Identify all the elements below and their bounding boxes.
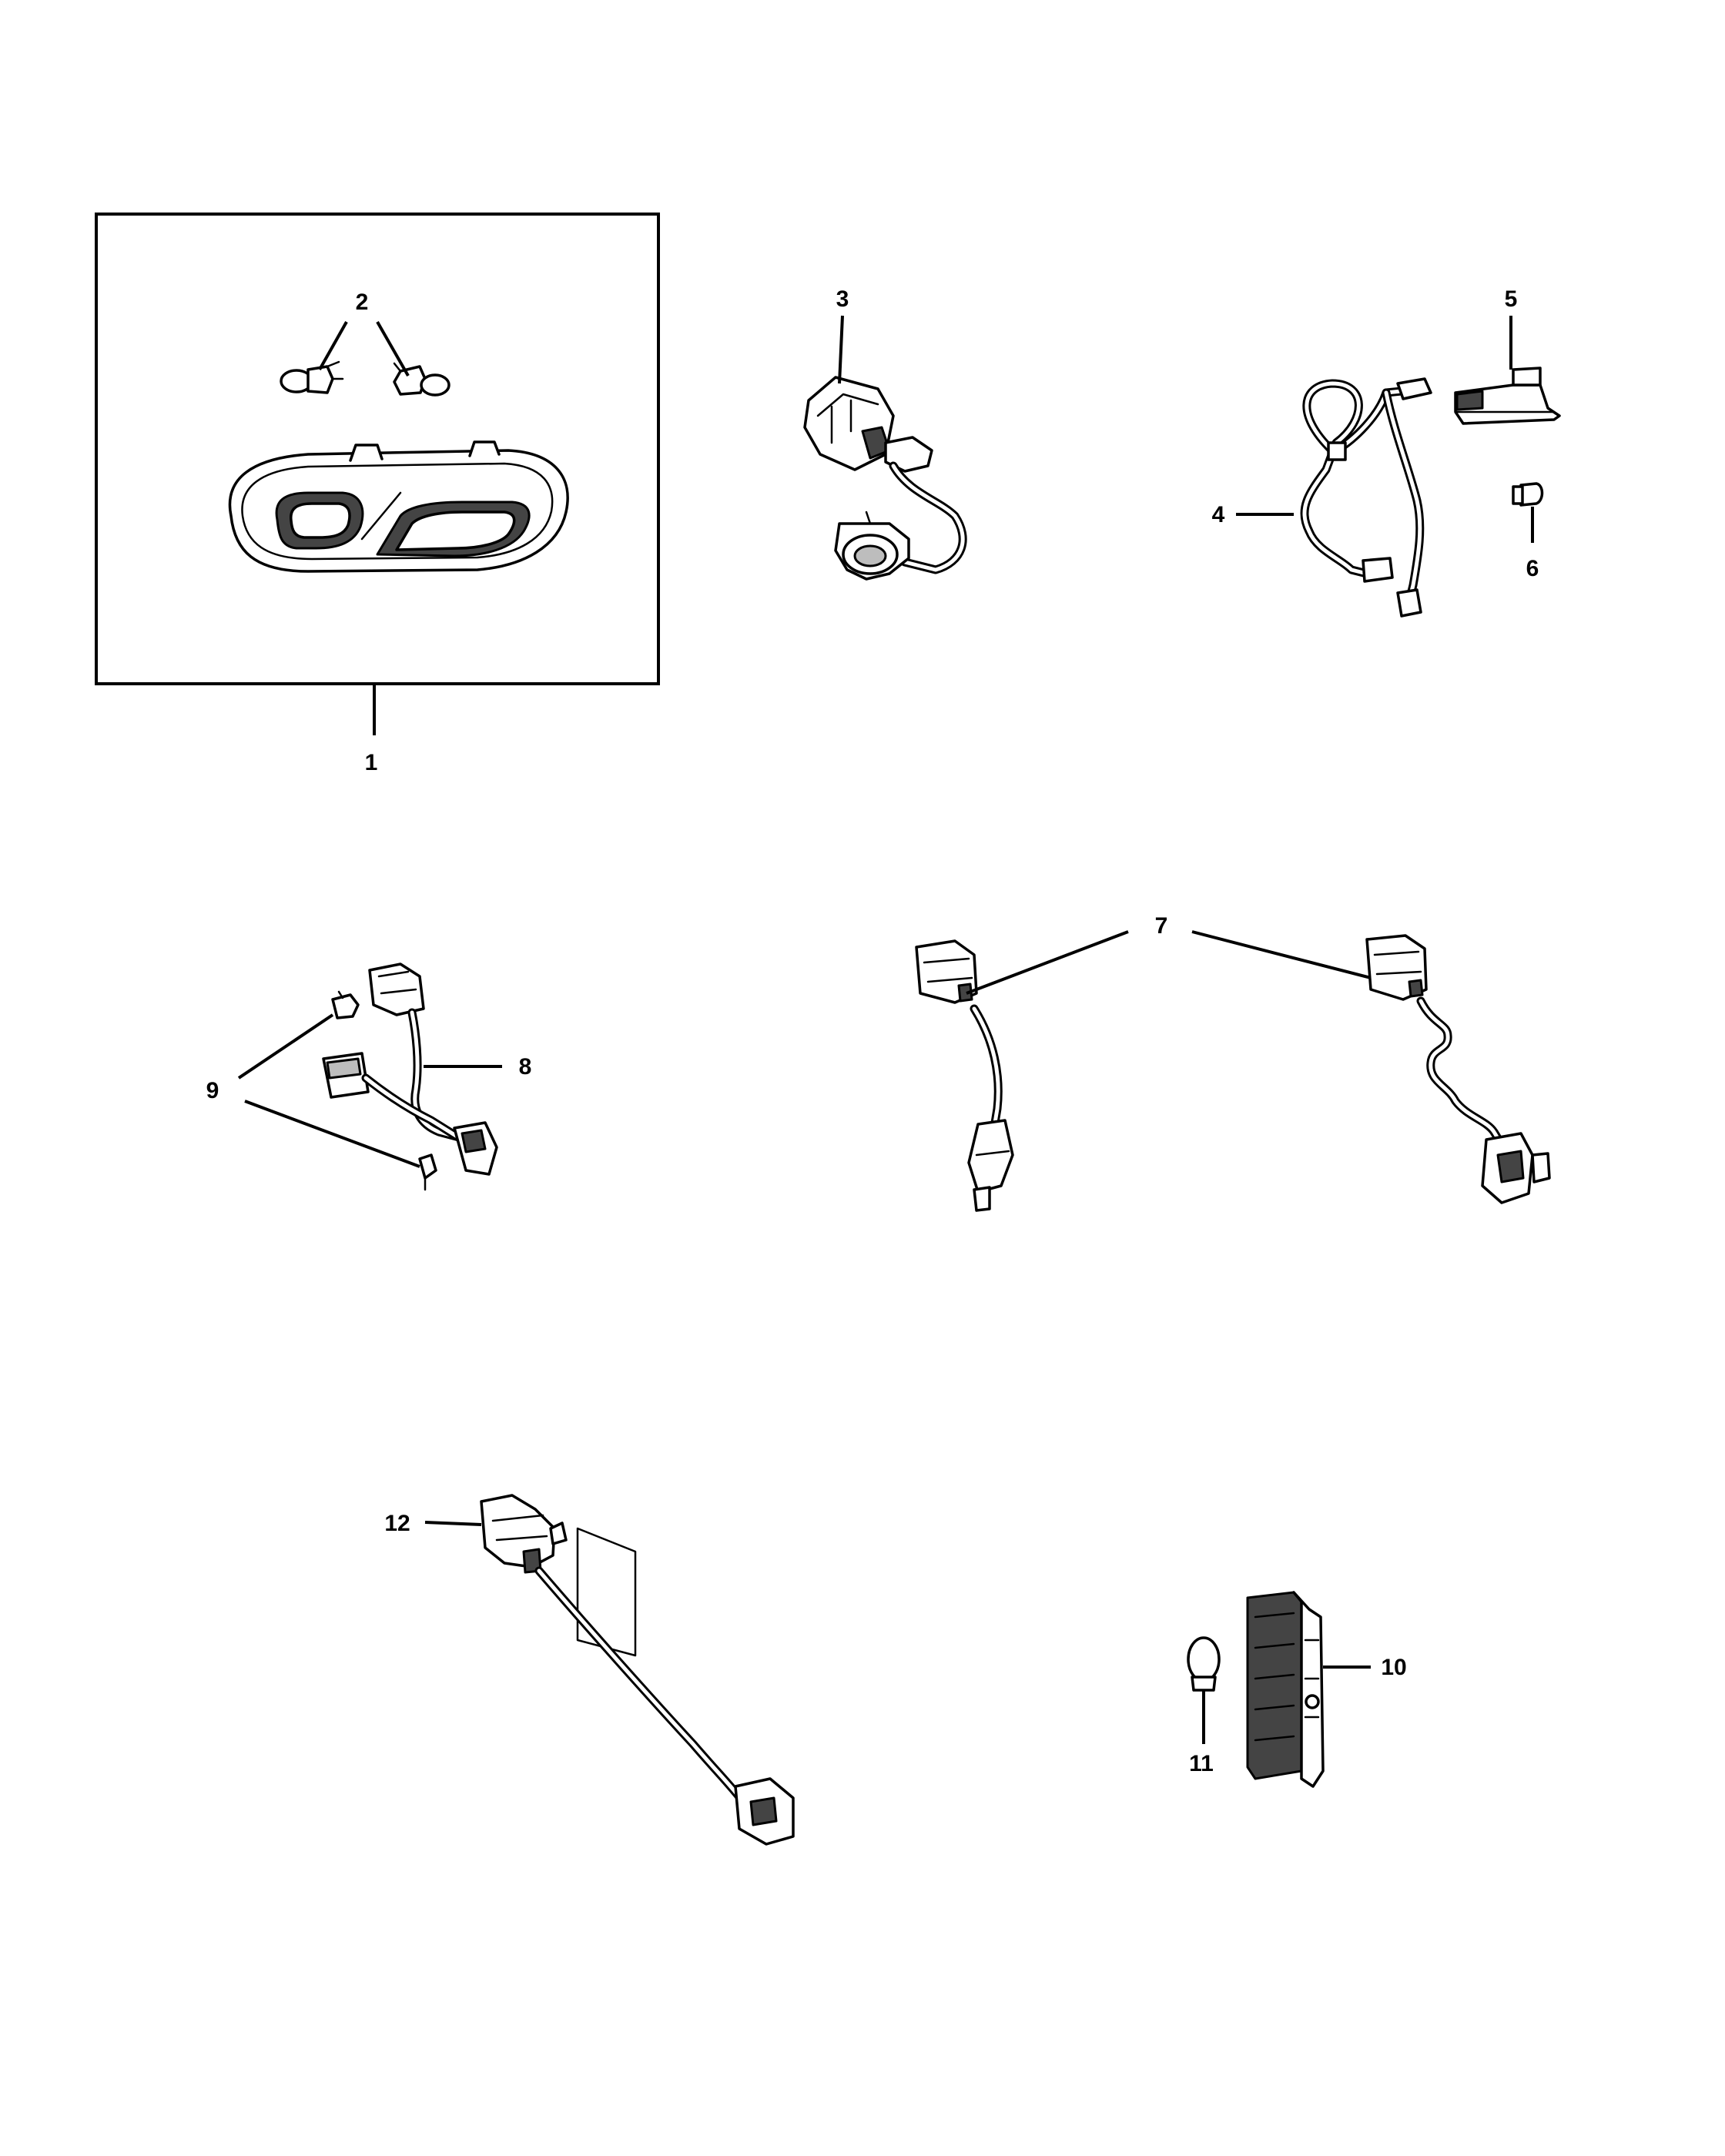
part-10-lamp-module: 10 <box>1246 1591 1407 1788</box>
leader-7b <box>1191 930 1372 979</box>
part-6-bulb: 6 <box>1512 482 1544 581</box>
leader-9b <box>244 1100 420 1168</box>
callout-8: 8 <box>519 1054 532 1080</box>
leader-12 <box>424 1521 482 1526</box>
callout-10: 10 <box>1381 1655 1406 1680</box>
bulb-socket-left <box>280 360 344 394</box>
callout-4: 4 <box>1212 502 1225 527</box>
part-7-harness-right <box>1365 934 1551 1204</box>
part-3-switch-assembly: 3 <box>803 286 967 581</box>
callout-1: 1 <box>365 750 378 775</box>
callout-5: 5 <box>1505 286 1518 312</box>
part-11-bulb: 11 <box>1187 1636 1221 1776</box>
callout-12: 12 <box>384 1511 410 1536</box>
part-9-clips: 9 <box>206 990 437 1191</box>
callout-2: 2 <box>356 290 369 315</box>
leader-2a <box>318 321 348 370</box>
part-4-wire-harness: 4 <box>1212 377 1432 618</box>
bulb-socket-right <box>393 362 451 397</box>
part-8-harness: 8 <box>322 962 532 1176</box>
leader-9a <box>237 1013 334 1080</box>
part-5-lamp: 5 <box>1454 286 1561 425</box>
leader-3 <box>838 315 844 384</box>
callout-9: 9 <box>206 1078 219 1103</box>
callout-11: 11 <box>1189 1751 1214 1776</box>
callout-7: 7 <box>1155 913 1168 939</box>
part-7-harness-left <box>915 939 1014 1212</box>
leader-2b <box>376 321 410 377</box>
overhead-console <box>228 440 569 573</box>
callout-6: 6 <box>1526 556 1539 581</box>
leader-7a <box>966 930 1129 995</box>
part-12-harness: 12 <box>384 1494 795 1846</box>
part-1-frame <box>95 213 660 685</box>
part-1-overhead-console-group: 2 1 <box>95 213 660 775</box>
callout-3: 3 <box>836 286 849 312</box>
